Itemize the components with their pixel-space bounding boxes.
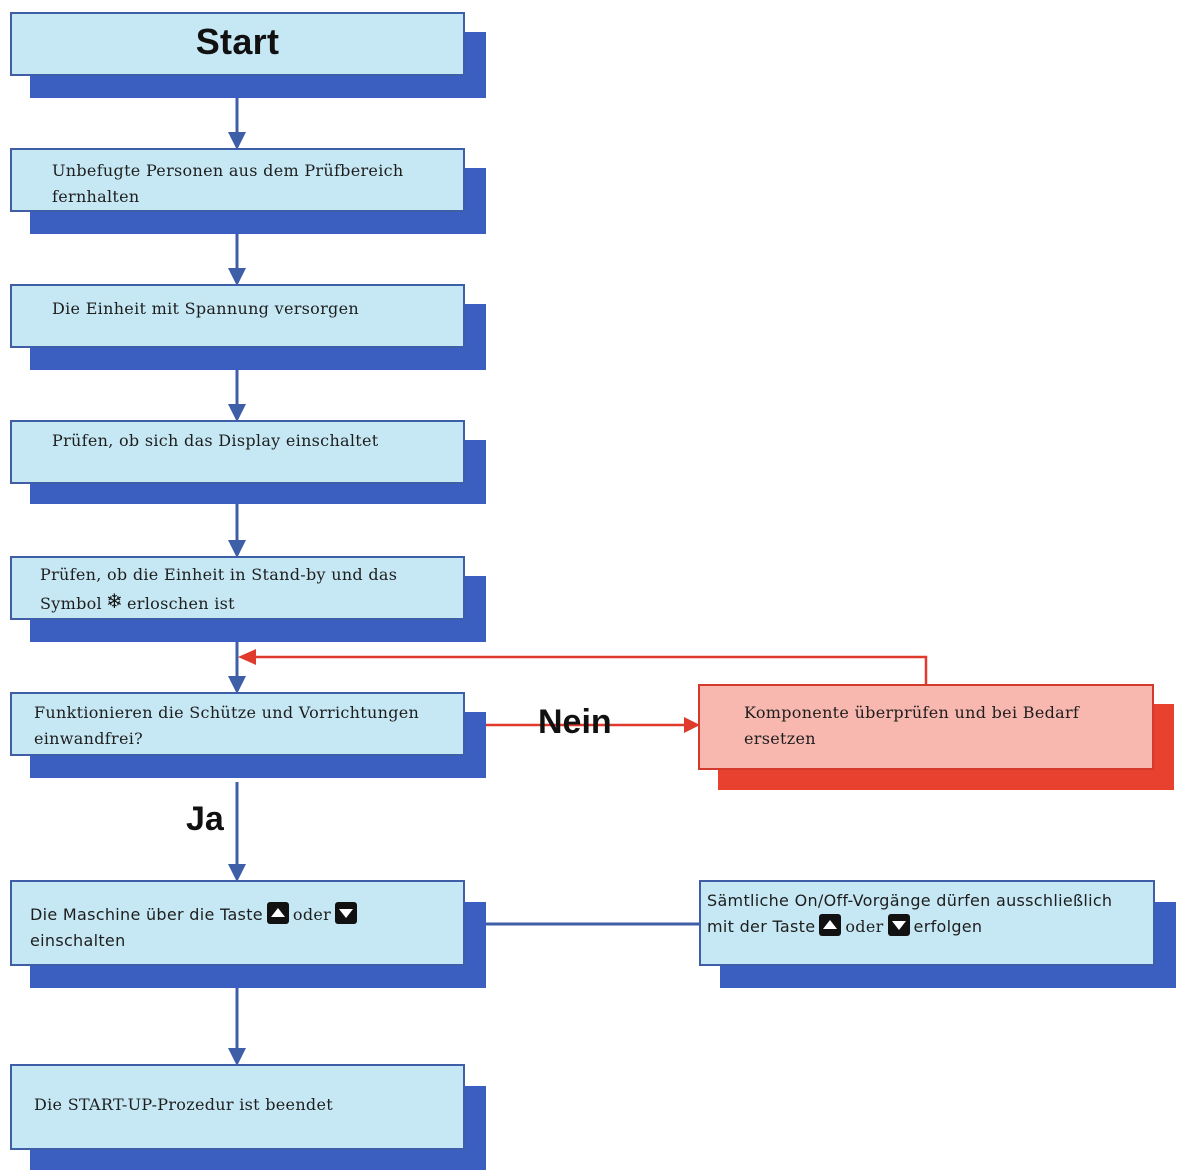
step-power-unit: Die Einheit mit Spannung versorgen [10,284,465,348]
step3-text: Prüfen, ob sich das Display einschaltet [52,431,379,450]
repair-component-box: Komponente überprüfen und bei Bedarf ers… [698,684,1154,770]
step1-line1: Unbefugte Personen aus dem Prüfbereich [52,161,404,180]
note-line2-end: erfolgen [913,917,983,936]
step-keep-unauthorized-away: Unbefugte Personen aus dem Prüfbereich f… [10,148,465,212]
down-key-icon [335,902,358,924]
arrow-repair-back [252,655,928,684]
step-check-display: Prüfen, ob sich das Display einschaltet [10,420,465,484]
up-key-icon [266,902,289,924]
start-node: Start [10,12,465,76]
step4-line1: Prüfen, ob die Einheit in Stand-by und d… [40,565,398,584]
step5-line2: einwandfrei? [34,729,144,748]
repair-text: Komponente überprüfen und bei Bedarf ers… [744,703,1080,748]
step5-line1: Funktionieren die Schütze und Vorrichtun… [34,703,420,722]
no-label: Nein [538,703,612,741]
step6-line1-start: Die Maschine über die Taste [30,905,263,924]
yes-label: Ja [186,800,224,838]
snowflake-icon: ❄ [105,589,124,613]
note-or: oder [845,917,884,936]
decision-contactors-ok: Funktionieren die Schütze und Vorrichtun… [10,692,465,756]
step6-or: oder [292,905,332,924]
step2-text: Die Einheit mit Spannung versorgen [52,299,359,318]
step6-line2: einschalten [30,931,126,950]
note-onoff-box: Sämtliche On/Off-Vorgänge dürfen ausschl… [699,880,1155,966]
step4-line2-end: erloschen ist [127,594,235,613]
start-label: Start [195,21,280,62]
step4-symbol-label: Symbol [40,594,102,613]
step-startup-finished: Die START-UP-Prozedur ist beendet [10,1064,465,1150]
up-key-icon [819,914,842,936]
step1-line2: fernhalten [52,187,140,206]
note-line1: Sämtliche On/Off-Vorgänge dürfen ausschl… [707,891,1113,910]
step7-text: Die START-UP-Prozedur ist beendet [34,1095,333,1114]
down-key-icon [887,914,910,936]
note-line2-start: mit der Taste [707,917,816,936]
step-check-standby: Prüfen, ob die Einheit in Stand-by und d… [10,556,465,620]
step-switch-on-machine: Die Maschine über die Taste oder einschal… [10,880,465,966]
